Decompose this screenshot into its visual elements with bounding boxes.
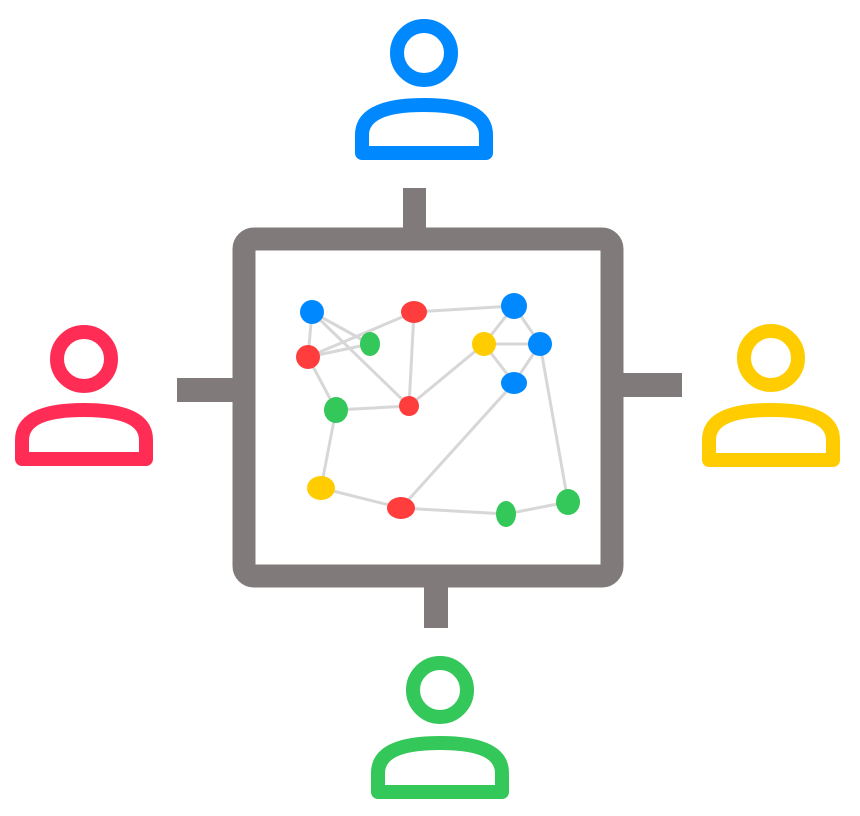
user-left-person-icon	[15, 325, 153, 466]
network-edge-n10-n6	[407, 342, 486, 408]
user-bottom-person-icon	[371, 656, 509, 799]
person-head	[390, 19, 458, 87]
person-body	[15, 403, 153, 466]
network-node-n3	[501, 293, 527, 319]
network-node-n12	[387, 497, 415, 519]
network-node-n4	[296, 345, 320, 369]
network-edge-n9-n11	[319, 408, 338, 490]
network-node-n10	[399, 396, 419, 416]
network-node-n7	[528, 332, 552, 356]
network-node-n1	[300, 300, 324, 324]
network-node-n5	[360, 332, 380, 356]
network-edge-n9-n10	[334, 404, 411, 412]
user-right-person-icon	[702, 324, 840, 467]
network-node-n6	[472, 332, 496, 356]
network-edge-n7-n14	[538, 342, 570, 504]
network-edge-n2-n3	[412, 304, 516, 314]
shared-canvas-frame	[232, 227, 624, 588]
network-edge-n12-n8	[399, 381, 516, 510]
network-node-n8	[501, 372, 527, 394]
person-head	[50, 325, 118, 393]
network-nodes	[296, 293, 580, 527]
user-top-person-icon	[355, 19, 493, 160]
person-body	[355, 98, 493, 160]
network-node-n9	[324, 397, 348, 423]
connector-bottom	[424, 585, 448, 628]
network-edge-n1-n10	[310, 310, 411, 408]
person-head	[737, 324, 805, 392]
person-head	[406, 656, 474, 724]
network-node-n2	[401, 301, 427, 323]
person-body	[371, 736, 509, 799]
network-node-n14	[556, 489, 580, 515]
connector-right	[622, 373, 682, 397]
users	[15, 19, 840, 799]
connector-top	[403, 188, 426, 230]
network-edge-n4-n2	[306, 310, 416, 359]
connector-left	[177, 378, 235, 402]
network-node-n11	[307, 476, 335, 500]
network-node-n13	[496, 501, 516, 527]
network-edge-n12-n13	[399, 506, 508, 516]
person-body	[702, 403, 840, 467]
frame-connectors	[177, 188, 682, 628]
network-edge-n2-n10	[407, 310, 416, 408]
